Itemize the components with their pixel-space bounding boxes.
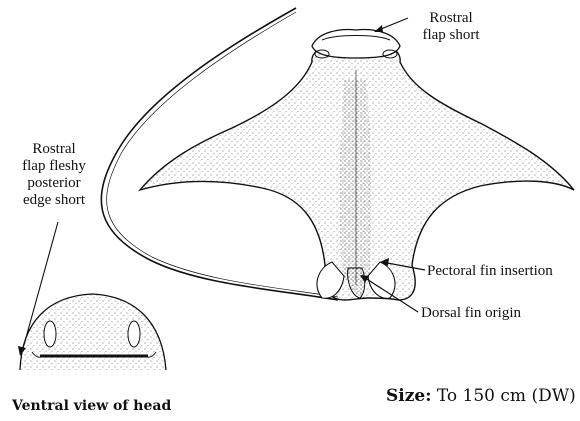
ventral-view-caption: Ventral view of head xyxy=(12,398,171,414)
label-rostral-flap-short: Rostral flap short xyxy=(410,10,492,44)
ray-head xyxy=(312,30,400,58)
label-rostral-flap-fleshy-line2: flap fleshy xyxy=(6,158,102,175)
label-dorsal-fin-origin: Dorsal fin origin xyxy=(421,305,521,322)
label-rostral-flap-fleshy-line3: posterior xyxy=(6,175,102,192)
label-rostral-flap-fleshy-line4: edge short xyxy=(6,192,102,209)
label-rostral-flap-short-line1: Rostral xyxy=(410,10,492,27)
size-line: Size: To 150 cm (DW) xyxy=(386,386,576,406)
size-label: Size: xyxy=(386,386,431,406)
ventral-head-gill-right xyxy=(128,321,140,347)
label-pectoral-fin-insertion: Pectoral fin insertion xyxy=(427,263,553,280)
ray-spine xyxy=(340,80,371,280)
size-value: To 150 cm (DW) xyxy=(437,386,576,406)
label-rostral-flap-fleshy: Rostral flap fleshy posterior edge short xyxy=(6,141,102,209)
ventral-head-gill-left xyxy=(44,321,56,347)
ventral-head-outline xyxy=(20,294,166,370)
label-rostral-flap-fleshy-line1: Rostral xyxy=(6,141,102,158)
label-rostral-flap-short-line2: flap short xyxy=(410,27,492,44)
